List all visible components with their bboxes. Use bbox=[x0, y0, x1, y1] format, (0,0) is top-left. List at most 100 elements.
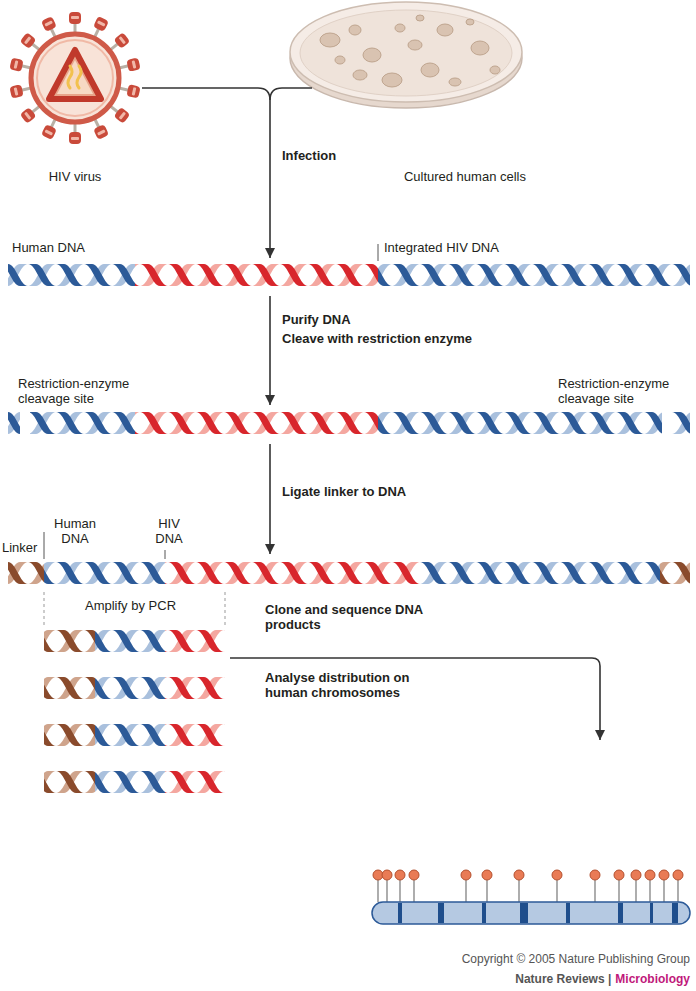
chromosome-map bbox=[518, 880, 519, 902]
chromosome-map bbox=[378, 880, 678, 902]
flow-arrows bbox=[269, 296, 271, 405]
dna-helix bbox=[8, 262, 135, 288]
region-label: Human DNA bbox=[12, 240, 85, 255]
chromosome-map bbox=[461, 870, 471, 880]
pcr-product bbox=[165, 628, 225, 654]
step-label: Ligate linker to DNA bbox=[282, 484, 406, 499]
chromosome-map bbox=[398, 903, 678, 923]
chromosome-map bbox=[486, 880, 487, 902]
flow-arrows bbox=[269, 444, 271, 554]
region-label: HIV DNA bbox=[146, 516, 192, 546]
pcr-product bbox=[44, 722, 95, 748]
pcr-product bbox=[95, 628, 165, 654]
chromosome-map bbox=[672, 903, 678, 923]
pcr-boundary bbox=[44, 592, 45, 626]
culture-dish-drawing bbox=[449, 78, 461, 86]
culture-dish-drawing bbox=[290, 2, 522, 102]
culture-dish-drawing bbox=[395, 24, 405, 32]
chromosome-map bbox=[372, 870, 690, 924]
dna-helix bbox=[8, 560, 44, 586]
chromosome-map bbox=[614, 870, 624, 880]
dna-helix bbox=[30, 410, 135, 436]
culture-dish-drawing bbox=[335, 56, 345, 64]
chromosome-map bbox=[635, 880, 636, 902]
chromosome-map bbox=[482, 903, 486, 923]
chromosome-map bbox=[649, 880, 650, 902]
virus-drawing bbox=[49, 50, 101, 99]
culture-dish-drawing bbox=[382, 73, 402, 87]
step-label: Cleave with restriction enzyme bbox=[282, 331, 472, 346]
pcr-product bbox=[165, 675, 225, 701]
dna-helix bbox=[44, 560, 165, 586]
pcr-product bbox=[44, 769, 95, 795]
dna-helix bbox=[8, 410, 20, 436]
chromosome-map bbox=[382, 870, 392, 880]
flow-arrows bbox=[142, 88, 270, 258]
chromosome-map bbox=[373, 870, 683, 880]
virus-figure: HIV virus bbox=[8, 8, 142, 188]
virus-drawing bbox=[69, 12, 81, 34]
pcr-product bbox=[44, 769, 225, 795]
chromosome-map bbox=[631, 870, 641, 880]
pcr-product bbox=[44, 722, 225, 748]
dna-helix bbox=[420, 560, 660, 586]
dna-helix bbox=[8, 262, 690, 288]
virus-drawing bbox=[69, 122, 81, 144]
pointer-tick bbox=[378, 244, 379, 261]
chromosome-map bbox=[590, 870, 600, 880]
pcr-product bbox=[165, 769, 225, 795]
pcr-product bbox=[95, 722, 165, 748]
chromosome-map bbox=[552, 870, 562, 880]
site-label: Restriction-enzyme cleavage site bbox=[558, 376, 688, 406]
chromosome-map bbox=[650, 903, 653, 923]
chromosome-map bbox=[438, 903, 444, 923]
dna-helix bbox=[378, 262, 690, 288]
dna-helix bbox=[672, 410, 690, 436]
chromosome-map bbox=[677, 880, 678, 902]
chromosome-map bbox=[465, 880, 466, 902]
step-note: Amplify by PCR bbox=[85, 598, 176, 613]
pcr-product bbox=[44, 675, 95, 701]
chromosome-map bbox=[398, 903, 402, 923]
figure-caption: Cultured human cells bbox=[404, 169, 526, 184]
dna-helix bbox=[135, 262, 378, 288]
chromosome-map bbox=[566, 903, 570, 923]
culture-dish-drawing bbox=[466, 19, 474, 25]
chromosome-map bbox=[514, 870, 524, 880]
chromosome-map bbox=[645, 870, 655, 880]
chromosome-map bbox=[673, 870, 683, 880]
figure-caption: HIV virus bbox=[49, 169, 102, 184]
chromosome-map bbox=[372, 902, 690, 924]
region-label: Linker bbox=[2, 540, 37, 555]
virus-drawing bbox=[77, 66, 81, 88]
culture-dish-drawing bbox=[421, 63, 439, 77]
chromosome-map bbox=[377, 880, 378, 902]
culture-dish-drawing bbox=[490, 66, 500, 74]
chromosome-map bbox=[395, 870, 405, 880]
copyright-note: Copyright © 2005 Nature Publishing Group bbox=[462, 952, 690, 967]
pcr-product bbox=[95, 675, 165, 701]
chromosome-map bbox=[618, 903, 623, 923]
chromosome-map bbox=[409, 870, 419, 880]
pointer-tick bbox=[44, 532, 45, 559]
culture-dish-drawing bbox=[353, 70, 367, 80]
flow-arrows bbox=[270, 88, 312, 100]
chromosome-map bbox=[520, 903, 528, 923]
culture-dish-drawing bbox=[471, 41, 489, 55]
chromosome-map bbox=[594, 880, 595, 902]
culture-dish-drawing bbox=[437, 24, 453, 36]
chromosome-map bbox=[618, 880, 619, 902]
culture-dish-drawing bbox=[290, 2, 522, 108]
dna-helix bbox=[8, 410, 690, 436]
dna-helix bbox=[135, 410, 378, 436]
pcr-product bbox=[44, 628, 225, 654]
pointer-tick bbox=[165, 550, 166, 559]
virus-drawing bbox=[57, 60, 93, 94]
chromosome-map bbox=[556, 880, 557, 902]
virus-drawing bbox=[31, 34, 119, 122]
dna-helix bbox=[165, 560, 420, 586]
culture-dish-drawing bbox=[416, 15, 424, 21]
culture-dish-drawing bbox=[408, 40, 422, 50]
site-label: Restriction-enzyme cleavage site bbox=[18, 376, 148, 406]
